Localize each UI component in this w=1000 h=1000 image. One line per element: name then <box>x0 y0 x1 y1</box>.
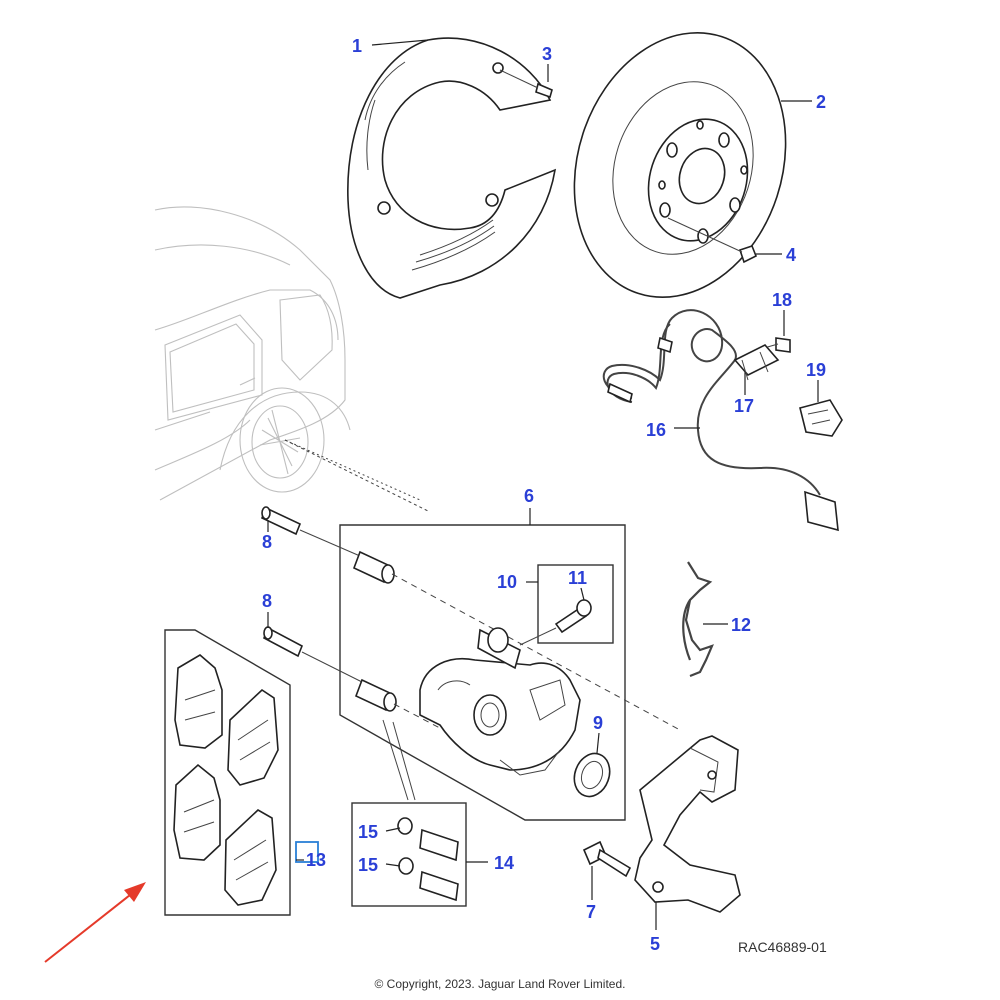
callout-1: 1 <box>352 36 362 56</box>
callout-8-upper: 8 <box>262 532 272 552</box>
harness-clip <box>799 399 843 437</box>
anti-rattle-spring <box>682 561 714 678</box>
guide-pin-kit-box <box>351 802 467 907</box>
callout-14: 14 <box>494 853 514 873</box>
callout-leaders <box>267 39 819 930</box>
caliper-carrier <box>634 735 741 913</box>
callout-13-highlight <box>295 841 319 863</box>
carrier-bolt <box>582 840 632 878</box>
guide-pin-kit <box>397 817 459 902</box>
callout-3: 3 <box>542 44 552 64</box>
disc-retaining-screw <box>667 217 758 264</box>
bleed-screw-kit-box <box>537 564 614 644</box>
callout-19: 19 <box>806 360 826 380</box>
brake-wear-sensor <box>602 309 839 532</box>
callout-6: 6 <box>524 486 534 506</box>
piston-seal <box>573 752 611 798</box>
kit-leader-lines <box>382 719 416 801</box>
callout-15-lower: 15 <box>358 855 378 875</box>
copyright-notice: © Copyright, 2023. Jaguar Land Rover Lim… <box>375 977 626 991</box>
callout-13: 13 <box>306 850 326 870</box>
callout-2: 2 <box>816 92 826 112</box>
callout-4: 4 <box>786 245 796 265</box>
guide-sleeve-lower <box>354 678 397 712</box>
brake-disc <box>573 31 787 299</box>
callout-7: 7 <box>586 902 596 922</box>
brake-pad-kit-box <box>164 629 291 916</box>
red-pointer-arrow <box>44 882 146 963</box>
callout-labels: 1 2 3 4 5 6 7 8 8 9 10 11 12 13 14 15 15… <box>262 36 826 954</box>
callout-12: 12 <box>731 615 751 635</box>
callout-11: 11 <box>568 568 587 588</box>
guide-pin-bolt-upper <box>260 506 361 557</box>
callout-5: 5 <box>650 934 660 954</box>
bleed-screw <box>519 599 592 646</box>
shield-bolt <box>499 69 553 99</box>
callout-10: 10 <box>497 572 517 592</box>
callout-9: 9 <box>593 713 603 733</box>
brake-pads <box>173 654 279 906</box>
diagram-reference-code: RAC46889-01 <box>738 939 827 955</box>
callout-8-lower: 8 <box>262 591 272 611</box>
guide-pin-bolt-lower <box>262 626 363 683</box>
caliper-assembly-box <box>339 524 626 821</box>
callout-18: 18 <box>772 290 792 310</box>
vehicle-outline <box>154 206 431 513</box>
callout-17: 17 <box>734 396 754 416</box>
caliper-body <box>419 627 581 776</box>
splash-shield <box>347 37 557 299</box>
sensor-bracket-bolt <box>733 337 791 381</box>
callout-15-upper: 15 <box>358 822 378 842</box>
callout-16: 16 <box>646 420 666 440</box>
guide-sleeve-upper <box>352 550 395 584</box>
